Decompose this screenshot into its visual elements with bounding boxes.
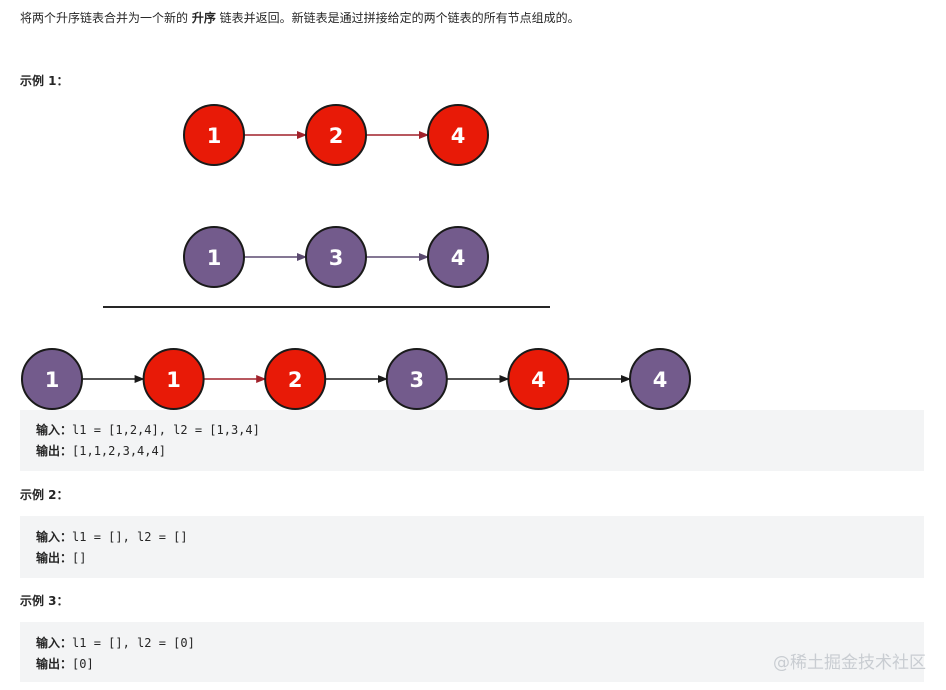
list-node-circle: [264, 348, 327, 410]
example-1-output-line: 输出：[1,1,2,3,4,4]: [36, 442, 166, 460]
list-node-circle: [183, 104, 245, 166]
example-2-output-value: []: [72, 551, 87, 565]
linked-list-merge-diagram: 1 2 4 1 3 4 1 1 2 3 4 4: [21, 104, 691, 410]
input-label: 输入：: [36, 530, 73, 544]
list-node-label: 1: [45, 368, 60, 392]
list-node-circle: [183, 226, 245, 288]
list-node-circle: [21, 348, 83, 410]
example-1-output-value: [1,1,2,3,4,4]: [72, 444, 166, 458]
example-1-input-value: l1 = [1,2,4], l2 = [1,3,4]: [72, 423, 260, 437]
example-3-title: 示例 3：: [20, 594, 69, 608]
example-2-code-block: 输入：l1 = [], l2 = [] 输出：[]: [20, 516, 924, 578]
example-3-input-line: 输入：l1 = [], l2 = [0]: [36, 634, 195, 652]
output-label: 输出：: [36, 657, 73, 671]
list-node-label: 3: [329, 246, 344, 270]
input-label: 输入：: [36, 636, 73, 650]
list-node-label: 4: [451, 124, 466, 148]
input-label: 输入：: [36, 423, 73, 437]
intro-text-after: 链表并返回。新链表是通过拼接给定的两个链表的所有节点组成的。: [215, 11, 580, 25]
list1-diagram: 1 2 4: [183, 104, 489, 166]
list-node-circle: [305, 104, 367, 166]
example-2-input-value: l1 = [], l2 = []: [72, 530, 188, 544]
example-3-code-block: 输入：l1 = [], l2 = [0] 输出：[0]: [20, 622, 924, 682]
problem-description: 将两个升序链表合并为一个新的 升序 链表并返回。新链表是通过拼接给定的两个链表的…: [20, 9, 580, 27]
list-node-circle: [629, 348, 691, 410]
example-1-title: 示例 1：: [20, 74, 69, 88]
intro-bold-term: 升序: [191, 11, 216, 25]
list-node-label: 4: [653, 368, 668, 392]
watermark: @稀土掘金技术社区: [773, 653, 926, 673]
example-2-output-line: 输出：[]: [36, 549, 86, 567]
output-label: 输出：: [36, 551, 73, 565]
output-label: 输出：: [36, 444, 73, 458]
intro-text-before: 将两个升序链表合并为一个新的: [20, 11, 192, 25]
list-node-label: 2: [329, 124, 344, 148]
example-1-input-line: 输入：l1 = [1,2,4], l2 = [1,3,4]: [36, 421, 260, 439]
list-node-label: 1: [166, 368, 181, 392]
example-2-input-line: 输入：l1 = [], l2 = []: [36, 528, 188, 546]
list-node-label: 1: [207, 124, 222, 148]
list-node-label: 4: [531, 368, 546, 392]
example-3-input-value: l1 = [], l2 = [0]: [72, 636, 195, 650]
example-1-code-block: 输入：l1 = [1,2,4], l2 = [1,3,4] 输出：[1,1,2,…: [20, 410, 924, 471]
example-3-output-line: 输出：[0]: [36, 655, 94, 673]
list-node-circle: [507, 348, 570, 410]
list-node-label: 3: [409, 368, 424, 392]
merged-list-diagram: 1 1 2 3 4 4: [21, 348, 691, 410]
list-node-circle: [305, 226, 367, 288]
list-node-circle: [427, 104, 489, 166]
list-node-label: 1: [207, 246, 222, 270]
list2-diagram: 1 3 4: [183, 226, 489, 288]
list-node-circle: [385, 348, 448, 410]
example-2-title: 示例 2：: [20, 488, 69, 502]
list-node-label: 2: [288, 368, 303, 392]
list-node-label: 4: [451, 246, 466, 270]
list-node-circle: [427, 226, 489, 288]
list-node-circle: [142, 348, 205, 410]
example-3-output-value: [0]: [72, 657, 94, 671]
